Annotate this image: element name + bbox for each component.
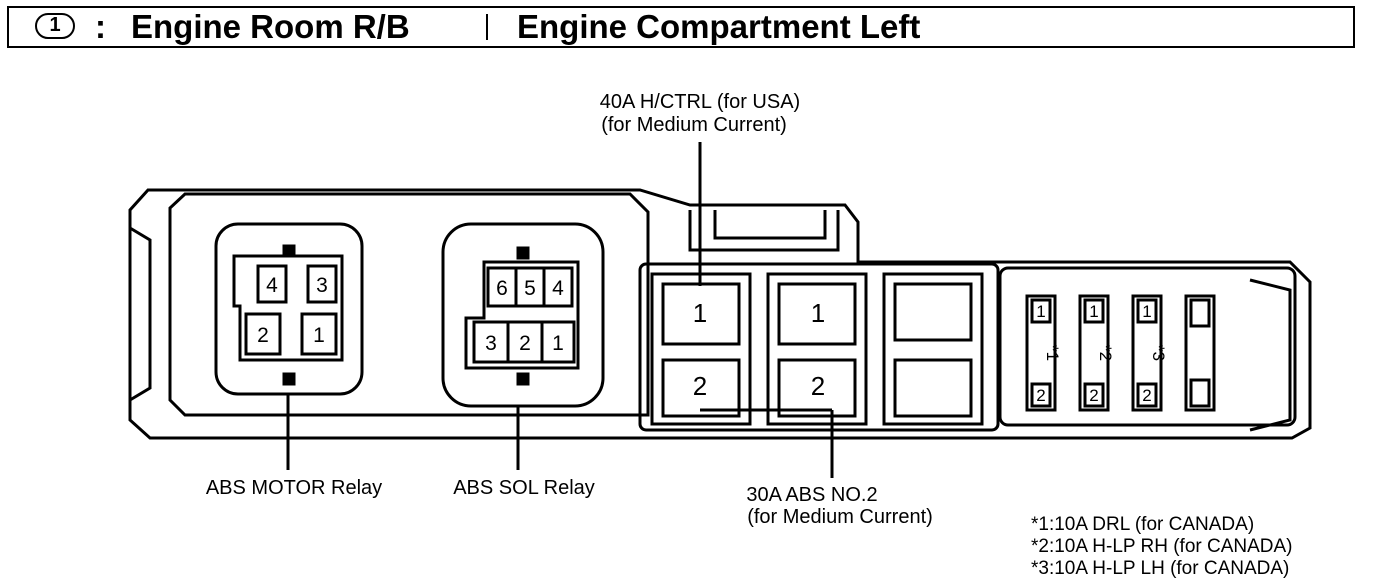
sol-pin-label-2: 2 bbox=[519, 332, 531, 355]
motor-pin-2 bbox=[244, 312, 282, 356]
medium-fuse-c bbox=[882, 272, 984, 426]
mini-fuse-1 bbox=[1025, 294, 1057, 412]
mini-fuse-3-mark: *3 bbox=[1149, 345, 1168, 361]
sol-pin-label-5: 5 bbox=[524, 277, 536, 300]
sol-pin-label-1: 1 bbox=[552, 332, 564, 355]
sol-pin-label-3: 3 bbox=[485, 332, 497, 355]
header-colon: : bbox=[95, 8, 106, 45]
medium-fuse-group bbox=[638, 262, 1000, 432]
label-abs-no2-line2: (for Medium Current) bbox=[747, 506, 933, 528]
mini-fuse-1-bottom: 2 bbox=[1036, 386, 1045, 405]
footnote-3: *3:10A H-LP LH (for CANADA) bbox=[1031, 558, 1290, 579]
footnotes: *1:10A DRL (for CANADA) *2:10A H-LP RH (… bbox=[1031, 514, 1293, 580]
mini-fuse-1-top: 1 bbox=[1036, 302, 1045, 321]
fuse-b-top-label: 1 bbox=[811, 298, 825, 328]
footnote-1: *1:10A DRL (for CANADA) bbox=[1031, 514, 1255, 535]
fuse-a-top-label: 1 bbox=[693, 298, 707, 328]
mini-fuse-blank bbox=[1184, 294, 1216, 412]
footnote-2: *2:10A H-LP RH (for CANADA) bbox=[1031, 536, 1293, 557]
mini-fuse-3 bbox=[1131, 294, 1163, 412]
label-h-ctrl-line2: (for Medium Current) bbox=[601, 114, 787, 136]
fuse-b-bottom-label: 2 bbox=[811, 371, 825, 401]
label-abs-sol-relay: ABS SOL Relay bbox=[453, 477, 595, 499]
abs-sol-relay-socket bbox=[441, 222, 605, 408]
motor-pin-label-2: 2 bbox=[257, 324, 269, 347]
mini-fuse-1-mark: *1 bbox=[1043, 345, 1062, 361]
diagram-header: 1 : Engine Room R/B Engine Compartment L… bbox=[7, 6, 1355, 48]
left-latch bbox=[129, 226, 152, 402]
right-panel bbox=[998, 266, 1297, 427]
fuse-a-bottom-label: 2 bbox=[693, 371, 707, 401]
motor-pin-label-4: 4 bbox=[266, 274, 278, 297]
mini-fuse-3-bottom: 2 bbox=[1142, 386, 1151, 405]
abs-motor-relay-socket bbox=[214, 222, 364, 396]
motor-pin-4 bbox=[256, 264, 288, 304]
mini-fuse-group bbox=[1025, 294, 1216, 412]
medium-fuse-b bbox=[766, 272, 868, 426]
motor-pin-1 bbox=[300, 312, 338, 356]
motor-pin-label-3: 3 bbox=[316, 274, 328, 297]
label-abs-no2-line1: 30A ABS NO.2 bbox=[746, 484, 877, 506]
sol-pin-1 bbox=[540, 320, 576, 364]
header-location: Engine Compartment Left bbox=[517, 8, 921, 45]
top-tab bbox=[688, 210, 840, 252]
left-panel bbox=[168, 192, 650, 417]
header-separator bbox=[486, 14, 488, 40]
mini-fuse-2-mark: *2 bbox=[1096, 345, 1115, 361]
top-tab-inner bbox=[713, 210, 827, 240]
label-h-ctrl-line1: 40A H/CTRL (for USA) bbox=[600, 91, 800, 113]
label-abs-motor-relay: ABS MOTOR Relay bbox=[206, 477, 382, 499]
motor-pin-3 bbox=[306, 264, 338, 304]
right-latch bbox=[1249, 278, 1292, 432]
header-title: Engine Room R/B bbox=[131, 8, 410, 45]
mini-fuse-3-top: 1 bbox=[1142, 302, 1151, 321]
block-outline bbox=[128, 188, 1312, 440]
sol-pin-4 bbox=[542, 266, 574, 308]
circled-number: 1 bbox=[35, 13, 75, 39]
mini-fuse-2-bottom: 2 bbox=[1089, 386, 1098, 405]
mini-fuse-2 bbox=[1078, 294, 1110, 412]
sol-pin-label-6: 6 bbox=[496, 277, 508, 300]
sol-pin-label-4: 4 bbox=[552, 277, 564, 300]
motor-pin-label-1: 1 bbox=[313, 324, 325, 347]
mini-fuse-2-top: 1 bbox=[1089, 302, 1098, 321]
medium-fuse-a bbox=[650, 272, 752, 426]
